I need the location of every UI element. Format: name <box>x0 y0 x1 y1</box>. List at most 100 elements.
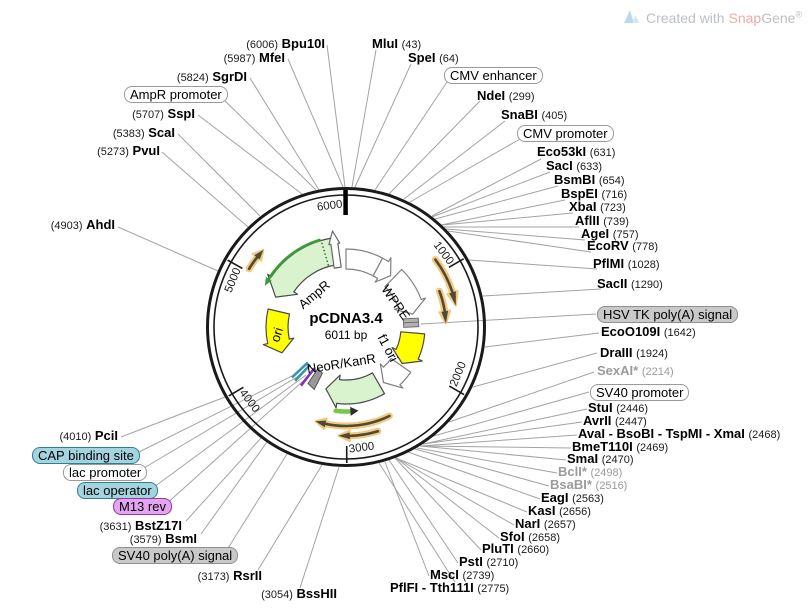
enzyme-label-bsaBI[interactable]: BsaBI* (2516) <box>550 478 627 493</box>
enzyme-name: PluTI <box>482 541 514 556</box>
enzyme-label-pstI[interactable]: PstI (2710) <box>459 555 518 570</box>
enzyme-label-mluI[interactable]: MluI (43) <box>372 37 421 52</box>
enzyme-label-ndeI[interactable]: NdeI (299) <box>477 89 534 104</box>
enzyme-label-smaI[interactable]: SmaI (2470) <box>567 452 634 467</box>
feature-arc-label-ori[interactable]: ori <box>267 325 286 343</box>
enzyme-label-bmeT110I[interactable]: BmeT110I (2469) <box>572 440 668 455</box>
enzyme-label-scaI[interactable]: (5383) ScaI <box>113 126 175 141</box>
enzyme-pos: (5383) <box>112 128 145 140</box>
enzyme-label-sacI[interactable]: SacI (633) <box>546 159 602 174</box>
enzyme-label-speI[interactable]: SpeI (64) <box>408 51 459 66</box>
enzyme-label-bclI[interactable]: BclI* (2498) <box>558 465 622 480</box>
enzyme-label-pflMI[interactable]: PflMI (1028) <box>593 257 659 272</box>
feature-box-hsv-tk-polya[interactable]: HSV TK poly(A) signal <box>597 306 739 323</box>
orange-arrow-bottom-short[interactable] <box>348 429 380 438</box>
feature-box-cmv-promoter[interactable]: CMV promoter <box>517 125 614 142</box>
enzyme-name: NarI <box>515 516 541 531</box>
enzyme-label-ecoO109I[interactable]: EcoO109I (1642) <box>601 325 696 340</box>
feature-arc-label-f1ori[interactable]: f1 ori <box>375 332 402 365</box>
enzyme-label-sexAI[interactable]: SexAI* (2214) <box>597 364 674 379</box>
enzyme-name: BmeT110I <box>572 439 633 454</box>
feature-box-cap-binding-site[interactable]: CAP binding site <box>32 447 140 464</box>
feature-box-sv40-polya[interactable]: SV40 poly(A) signal <box>112 547 239 564</box>
feature-box-sv40-promoter[interactable]: SV40 promoter <box>590 384 690 401</box>
feature-box-m13-rev[interactable]: M13 rev <box>113 498 172 515</box>
enzyme-label-bsmI[interactable]: (3579) BsmI <box>130 532 197 547</box>
enzyme-label-narI[interactable]: NarI (2657) <box>515 517 576 532</box>
feature-box-lac-promoter[interactable]: lac promoter <box>63 464 148 481</box>
orange-arrow-upper-right-outer[interactable] <box>434 258 454 294</box>
enzyme-name: PvuI <box>132 143 160 158</box>
enzyme-label-bsmBI[interactable]: BsmBI (654) <box>554 173 625 188</box>
enzyme-label-pciI[interactable]: (4010) PciI <box>59 429 118 444</box>
enzyme-label-ecoRV[interactable]: EcoRV (778) <box>587 239 658 254</box>
enzyme-label-eco53kI[interactable]: Eco53kI (631) <box>537 145 615 160</box>
enzyme-pos: (64) <box>439 53 459 65</box>
orange-arrow-left-head <box>254 249 264 260</box>
orange-arrow-upper-right-outer-head <box>449 291 456 306</box>
stripe-marker-0[interactable] <box>290 361 309 379</box>
enzyme-name: Bpu10I <box>281 36 325 51</box>
enzyme-name: PciI <box>94 428 118 443</box>
enzyme-label-bpu10I[interactable]: (6006) Bpu10I <box>246 37 325 52</box>
enzyme-label-sfoI[interactable]: SfoI (2658) <box>500 530 560 545</box>
enzyme-pos: (2447) <box>615 416 647 428</box>
orange-arrow-bottom-long[interactable] <box>324 414 391 428</box>
ampr-direction-arrow[interactable] <box>267 238 321 281</box>
enzyme-label-ageI[interactable]: AgeI (757) <box>581 227 638 242</box>
enzyme-label-avaI-group[interactable]: AvaI - BsoBI - TspMI - XmaI (2468) <box>578 427 780 442</box>
enzyme-name: SfoI <box>500 529 525 544</box>
stripe-marker-2[interactable] <box>299 367 316 387</box>
enzyme-pos: (6006) <box>246 39 279 51</box>
feature-box-ampr-promoter[interactable]: AmpR promoter <box>124 86 228 103</box>
tick-4000 <box>228 386 244 397</box>
cmv-promoter-arc[interactable] <box>372 257 392 283</box>
snapgene-watermark: Created with SnapGene® <box>622 8 802 28</box>
feature-box-cmv-enhancer[interactable]: CMV enhancer <box>444 67 543 84</box>
enzyme-label-pvuI[interactable]: (5273) PvuI <box>97 144 160 159</box>
enzyme-pos: (3631) <box>99 521 132 533</box>
enzyme-label-mfeI[interactable]: (5987) MfeI <box>224 51 285 66</box>
enzyme-pos: (2468) <box>748 429 781 441</box>
enzyme-label-sspI[interactable]: (5707) SspI <box>132 107 195 122</box>
small-green-arrow-head <box>350 406 359 416</box>
enzyme-pos: (2739) <box>462 570 495 582</box>
enzyme-pos: (5987) <box>223 53 256 65</box>
enzyme-label-pluTI[interactable]: PluTI (2660) <box>482 542 549 557</box>
enzyme-label-bssHII[interactable]: (3054) BssHII <box>261 587 337 602</box>
stripe-marker-1[interactable] <box>294 363 312 382</box>
gray-marker-box[interactable] <box>307 367 324 391</box>
enzyme-pos: (2446) <box>616 403 648 415</box>
enzyme-label-pflFI-group[interactable]: PflFI - Tth111I (2775) <box>390 581 509 596</box>
feature-box-lac-operator[interactable]: lac operator <box>77 482 158 499</box>
enzyme-pos: (654) <box>598 175 625 187</box>
enzyme-label-kasI[interactable]: KasI (2656) <box>528 504 591 519</box>
enzyme-label-mscI[interactable]: MscI (2739) <box>430 568 494 583</box>
wpre-arc[interactable] <box>384 268 426 315</box>
enzyme-label-stuI[interactable]: StuI (2446) <box>588 401 648 416</box>
enzyme-label-aflII[interactable]: AflII (739) <box>575 214 629 229</box>
enzyme-label-draIII[interactable]: DraIII (1924) <box>600 346 668 361</box>
enzyme-label-ahdI[interactable]: (4903) AhdI <box>51 218 115 233</box>
enzyme-label-avrII[interactable]: AvrII (2447) <box>583 414 647 429</box>
enzyme-name: SspI <box>167 106 195 121</box>
enzyme-label-sgrDI[interactable]: (5824) SgrDI <box>177 70 247 85</box>
enzyme-label-bspEI[interactable]: BspEI (716) <box>561 187 627 202</box>
enzyme-label-snaBI[interactable]: SnaBI (405) <box>501 108 567 123</box>
enzyme-pos: (1028) <box>627 259 660 271</box>
neor-kanr-arc[interactable] <box>325 372 386 409</box>
enzyme-label-xbaI[interactable]: XbaI (723) <box>569 200 626 215</box>
enzyme-label-sacII[interactable]: SacII (1290) <box>597 277 663 292</box>
enzyme-label-bstZ17I[interactable]: (3631) BstZ17I <box>100 519 182 534</box>
feature-arc-label-neor[interactable]: NeoR/KanR <box>306 351 377 377</box>
enzyme-label-rsrII[interactable]: (3173) RsrII <box>198 569 262 584</box>
tick-label-2000: 2000 <box>448 360 469 388</box>
enzyme-label-eagI[interactable]: EagI (2563) <box>541 491 604 506</box>
f1-ori-arc[interactable] <box>391 331 426 365</box>
enzyme-name: NdeI <box>477 88 506 103</box>
enzyme-pos: (716) <box>601 189 628 201</box>
ori-arc[interactable] <box>262 308 295 354</box>
enzyme-name: BssHII <box>296 586 337 601</box>
white-arc-after-f1-ori[interactable] <box>379 357 412 389</box>
